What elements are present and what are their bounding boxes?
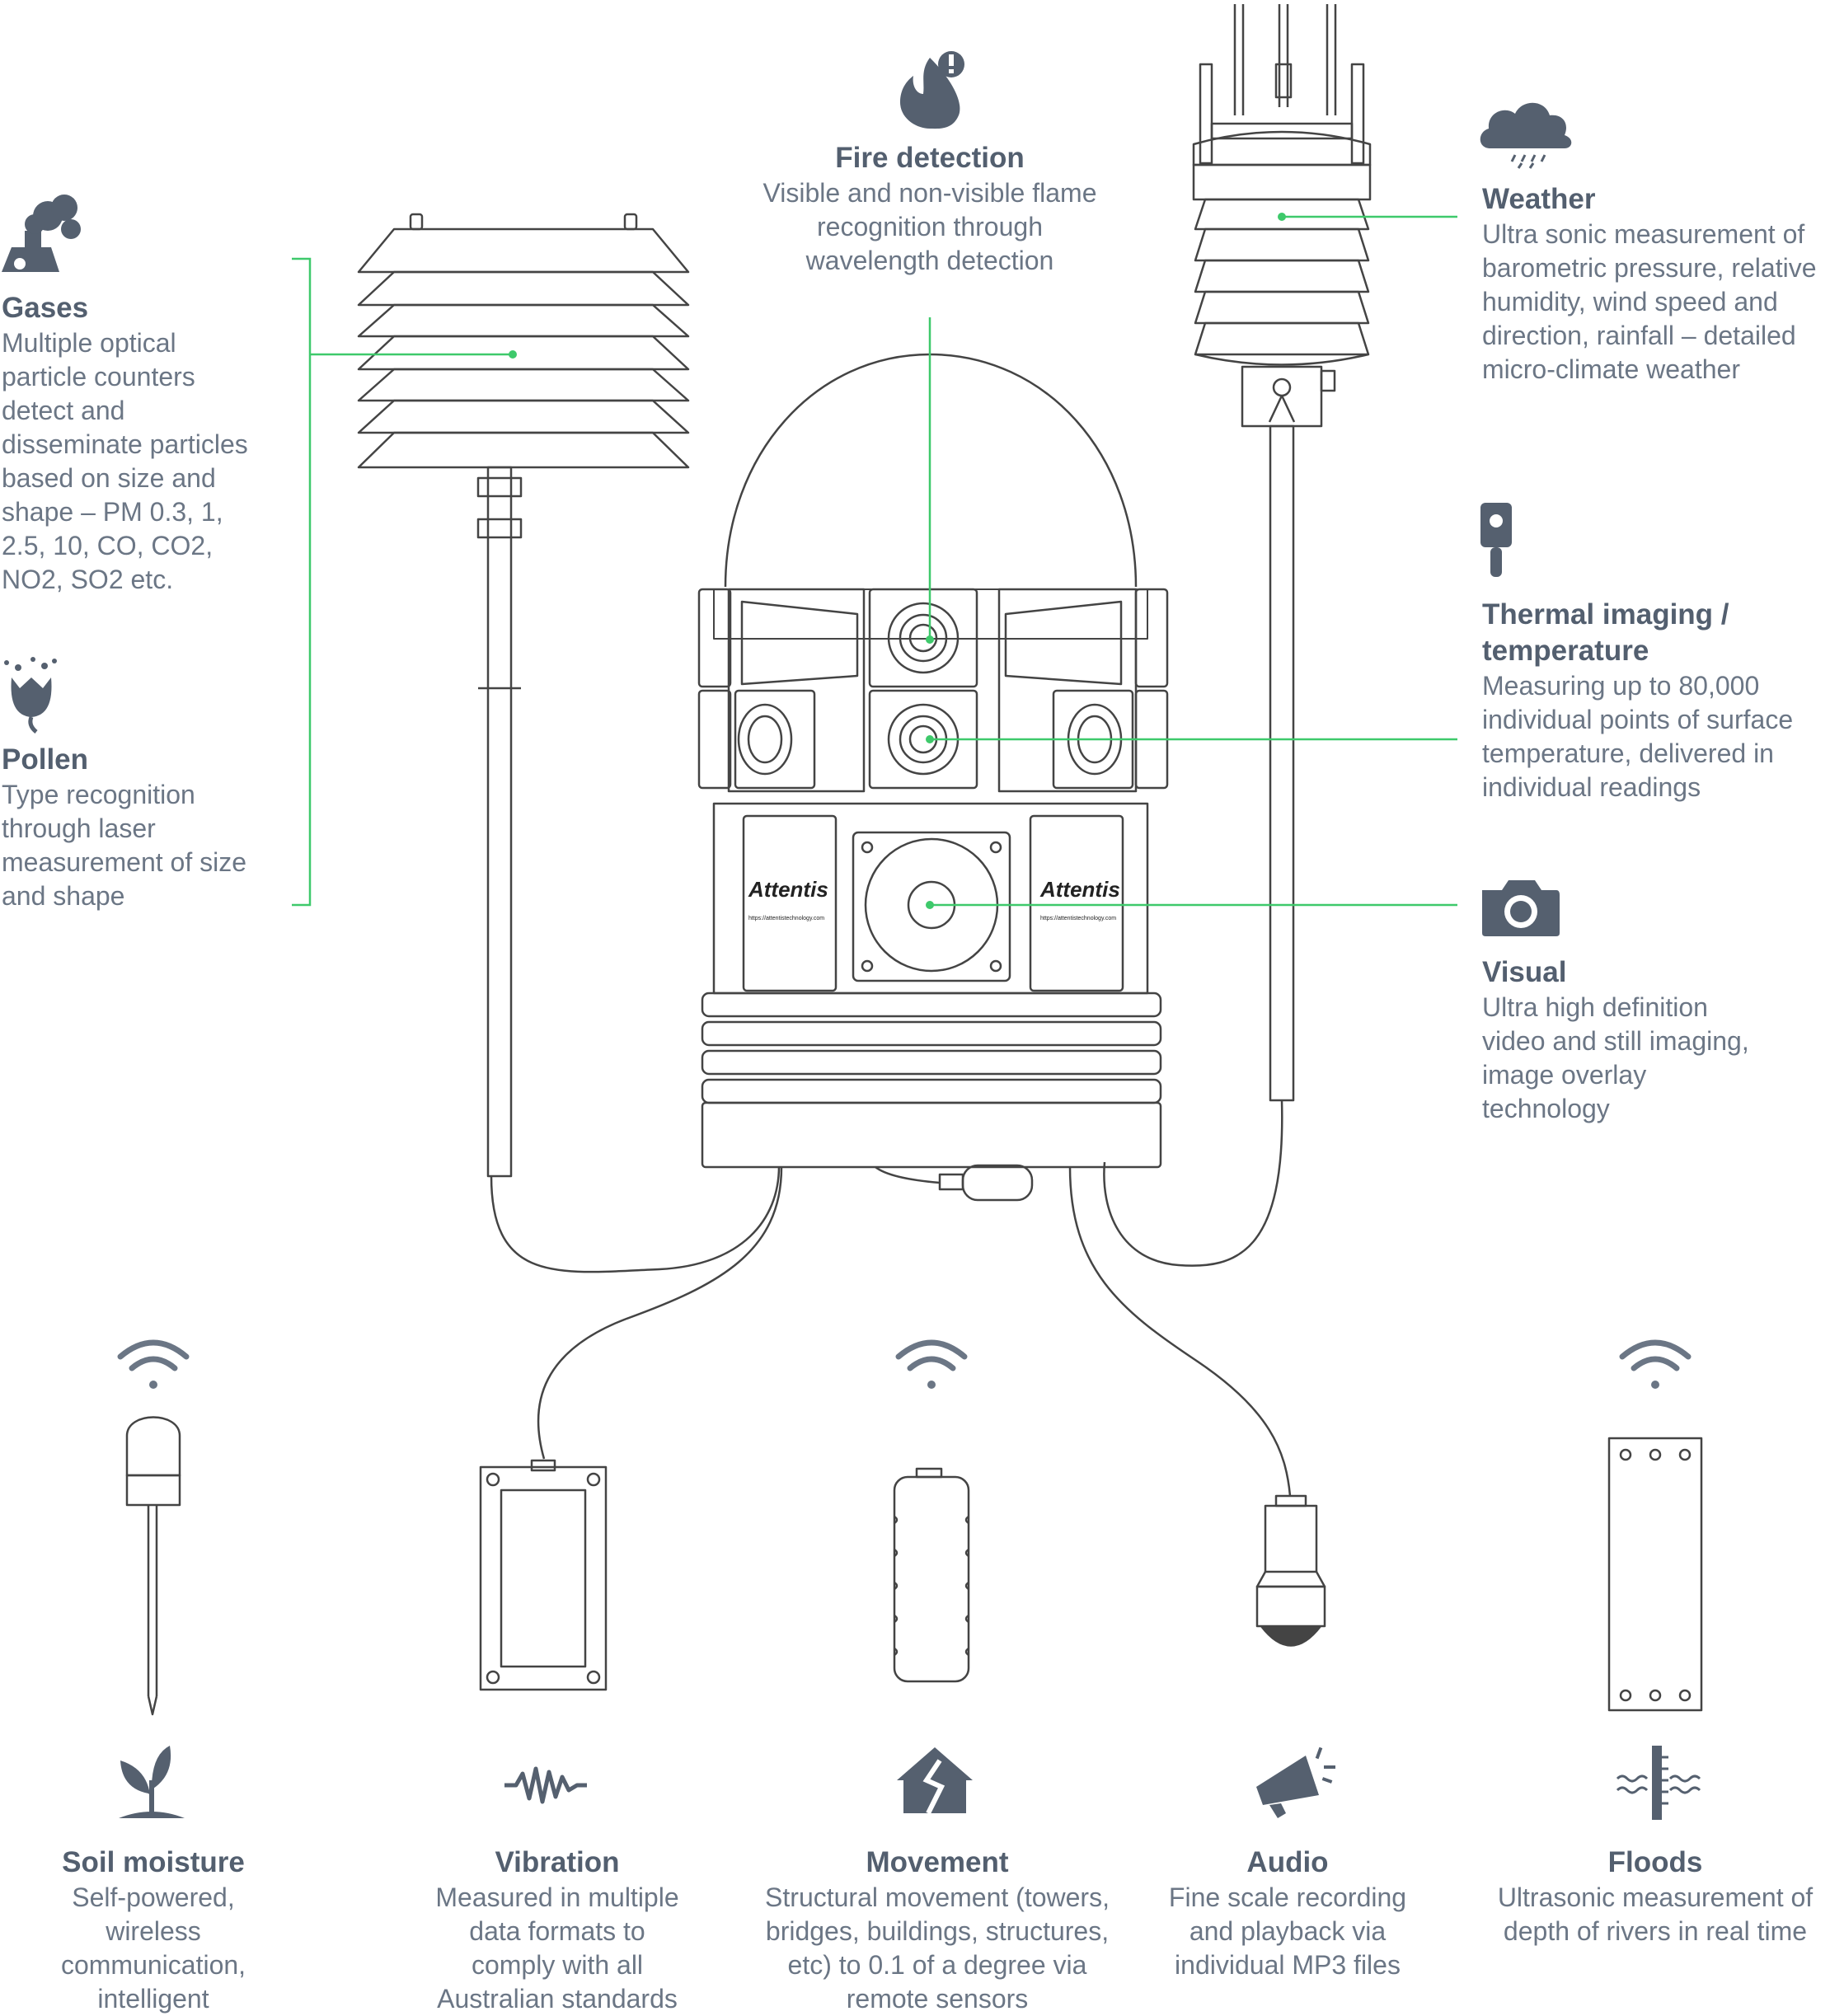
megaphone-icon [1256,1746,1335,1818]
visual-description: Ultra high definition video and still im… [1482,992,1749,1123]
vibration-box [479,1459,608,1691]
thermal-block: Thermal imaging / temperature Measuring … [1482,597,1828,804]
cracked-house-icon [897,1747,973,1815]
movement-sensor [893,1467,970,1683]
wifi-icon [1619,1339,1692,1389]
thermometer-probe-icon [1480,503,1512,577]
thermal-description: Measuring up to 80,000 individual points… [1482,671,1794,802]
floods-block: Floods Ultrasonic measurement of depth o… [1484,1845,1827,1948]
gas-sensor-shield [357,213,781,1273]
audio-description: Fine scale recording and playback via in… [1168,1882,1407,1980]
soil-title: Soil moisture [62,1846,245,1878]
pollen-description: Type recognition through laser measureme… [2,780,247,911]
pollen-block: Pollen Type recognition through laser me… [2,742,265,913]
weather-block: Weather Ultra sonic measurement of barom… [1482,181,1828,387]
fire-detection-block: Fire detection Visible and non-visible f… [748,140,1111,278]
movement-block: Movement Structural movement (towers, br… [760,1845,1114,2016]
pollen-title: Pollen [2,743,89,776]
soil-description: Self-powered, wireless communication, in… [60,1882,246,2014]
thermal-title: Thermal imaging / temperature [1482,598,1729,667]
visual-title: Visual [1482,956,1567,988]
weather-station [1103,4,1372,1267]
wifi-icon [117,1339,190,1389]
gases-description: Multiple optical particle counters detec… [2,328,248,594]
vibration-title: Vibration [495,1846,620,1878]
soil-probe [125,1416,181,1716]
connector-dots [509,213,1286,909]
cable-audio [1068,1166,1292,1497]
flood-sensor [1607,1437,1703,1712]
main-device [697,353,1169,1202]
flower-icon [4,657,57,734]
brand-url-left: https://attentistechnology.com [748,916,824,921]
audio-microphone [1255,1494,1326,1647]
gases-title: Gases [2,292,89,324]
floods-title: Floods [1607,1846,1703,1878]
brand-logo-right: Attentis [1039,877,1120,902]
audio-block: Audio Fine scale recording and playback … [1164,1845,1411,1982]
audio-title: Audio [1246,1846,1329,1878]
water-level-icon [1616,1746,1701,1820]
fire-title: Fire detection [835,142,1025,174]
sprout-icon [119,1746,185,1818]
factory-smoke-icon [2,195,81,272]
weather-title: Weather [1482,183,1596,215]
vibration-block: Vibration Measured in multiple data form… [425,1845,689,2016]
movement-description: Structural movement (towers, bridges, bu… [765,1882,1110,2014]
weather-description: Ultra sonic measurement of barometric pr… [1482,219,1817,384]
camera-icon [1482,880,1560,936]
brand-url-right: https://attentistechnology.com [1040,916,1116,921]
movement-title: Movement [866,1846,1009,1878]
connector-lines [292,215,1457,907]
flame-alert-icon [900,51,964,129]
cable-vibration [537,1166,783,1460]
visual-block: Visual Ultra high definition video and s… [1482,954,1754,1126]
fire-description: Visible and non-visible flame recognitio… [762,178,1097,275]
floods-description: Ultrasonic measurement of depth of river… [1497,1882,1814,1946]
waveform-icon [504,1766,587,1804]
connector-bracket-gases-pollen [292,257,312,907]
vibration-description: Measured in multiple data formats to com… [435,1882,679,2014]
brand-logo-left: Attentis [748,877,828,902]
gases-block: Gases Multiple optical particle counters… [2,290,265,597]
soil-moisture-block: Soil moisture Self-powered, wireless com… [46,1845,260,2016]
cloud-rain-icon [1480,102,1572,169]
wifi-icon [895,1339,968,1389]
